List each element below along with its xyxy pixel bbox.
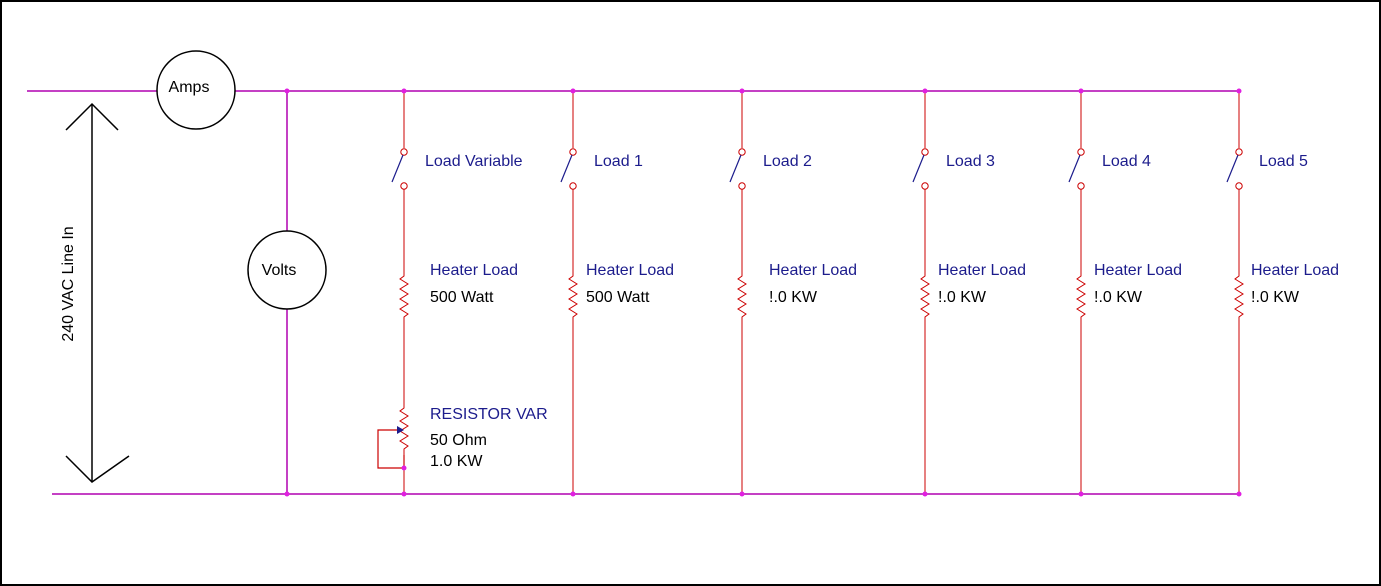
switch-blade[interactable] bbox=[560, 154, 573, 183]
junction-dot bbox=[570, 491, 576, 497]
variable-resistor-power: 1.0 KW bbox=[430, 453, 483, 470]
switch-contact bbox=[569, 148, 577, 156]
load-branch: Load 3 Heater Load !.0 KW bbox=[912, 88, 1026, 497]
switch-blade[interactable] bbox=[729, 154, 742, 183]
switch-contact bbox=[738, 148, 746, 156]
switch-contact bbox=[569, 182, 577, 190]
heater-resistor bbox=[568, 263, 578, 323]
switch-blade[interactable] bbox=[912, 154, 925, 183]
switch-label: Load 3 bbox=[946, 153, 995, 170]
supply-label: 240 VAC Line In bbox=[60, 226, 77, 341]
wiper-shunt-wire bbox=[377, 429, 405, 469]
junction-dot bbox=[922, 88, 928, 94]
heater-title: Heater Load bbox=[769, 262, 857, 279]
switch-blade[interactable] bbox=[1226, 154, 1239, 183]
heater-resistor bbox=[737, 263, 747, 323]
switch-label: Load Variable bbox=[425, 153, 523, 170]
ammeter: Amps bbox=[156, 50, 236, 130]
switch-blade[interactable] bbox=[391, 154, 404, 183]
switch-contact bbox=[1077, 182, 1085, 190]
junction-dot bbox=[1078, 491, 1084, 497]
switch-contact bbox=[921, 182, 929, 190]
junction-dot bbox=[1078, 88, 1084, 94]
load-branch: Load 1 Heater Load 500 Watt bbox=[560, 88, 674, 497]
voltmeter: Volts bbox=[247, 230, 327, 310]
junction-dot bbox=[284, 491, 290, 497]
switch-contact bbox=[1235, 182, 1243, 190]
variable-resistor: RESISTOR VAR 50 Ohm 1.0 KW bbox=[377, 404, 548, 471]
junction-dot bbox=[401, 88, 407, 94]
load-branch: Load 5 Heater Load !.0 KW bbox=[1226, 88, 1339, 497]
junction-dot bbox=[1236, 491, 1242, 497]
junction-dot bbox=[570, 88, 576, 94]
heater-resistor bbox=[399, 263, 409, 323]
switch-blade[interactable] bbox=[1068, 154, 1081, 183]
load-branch: Load 2 Heater Load !.0 KW bbox=[729, 88, 857, 497]
junction-dot bbox=[401, 465, 407, 471]
wiper-arrow bbox=[397, 426, 404, 434]
switch-contact bbox=[921, 148, 929, 156]
heater-rating: !.0 KW bbox=[938, 289, 987, 306]
heater-rating: !.0 KW bbox=[1251, 289, 1300, 306]
junction-dot bbox=[284, 88, 290, 94]
heater-title: Heater Load bbox=[1094, 262, 1182, 279]
heater-title: Heater Load bbox=[430, 262, 518, 279]
switch-contact bbox=[1077, 148, 1085, 156]
switch-contact bbox=[400, 148, 408, 156]
heater-rating: 500 Watt bbox=[586, 289, 650, 306]
arrow-head-down bbox=[65, 455, 130, 483]
junction-dot bbox=[401, 491, 407, 497]
ammeter-circle bbox=[156, 50, 236, 130]
switch-label: Load 2 bbox=[763, 153, 812, 170]
arrow-head-up bbox=[65, 102, 119, 131]
voltmeter-label: Volts bbox=[262, 262, 297, 279]
heater-title: Heater Load bbox=[1251, 262, 1339, 279]
junction-dot bbox=[739, 88, 745, 94]
variable-resistor-ohm: 50 Ohm bbox=[430, 432, 487, 449]
switch-contact bbox=[738, 182, 746, 190]
variable-resistor-title: RESISTOR VAR bbox=[430, 406, 548, 423]
switch-contact bbox=[1235, 148, 1243, 156]
switch-label: Load 5 bbox=[1259, 153, 1308, 170]
heater-rating: !.0 KW bbox=[1094, 289, 1143, 306]
junction-dot bbox=[739, 491, 745, 497]
heater-resistor bbox=[920, 263, 930, 323]
switch-contact bbox=[400, 182, 408, 190]
heater-rating: 500 Watt bbox=[430, 289, 494, 306]
switch-label: Load 4 bbox=[1102, 153, 1151, 170]
heater-resistor bbox=[1234, 263, 1244, 323]
junction-dot bbox=[922, 491, 928, 497]
heater-rating: !.0 KW bbox=[769, 289, 818, 306]
heater-title: Heater Load bbox=[938, 262, 1026, 279]
switch-label: Load 1 bbox=[594, 153, 643, 170]
supply-voltage-arrow bbox=[65, 102, 130, 483]
voltmeter-circle bbox=[247, 230, 327, 310]
junction-dot bbox=[1236, 88, 1242, 94]
ammeter-label: Amps bbox=[169, 79, 210, 96]
heater-title: Heater Load bbox=[586, 262, 674, 279]
load-branch: Load 4 Heater Load !.0 KW bbox=[1068, 88, 1182, 497]
variable-resistor-zigzag bbox=[399, 404, 409, 455]
heater-resistor bbox=[1076, 263, 1086, 323]
